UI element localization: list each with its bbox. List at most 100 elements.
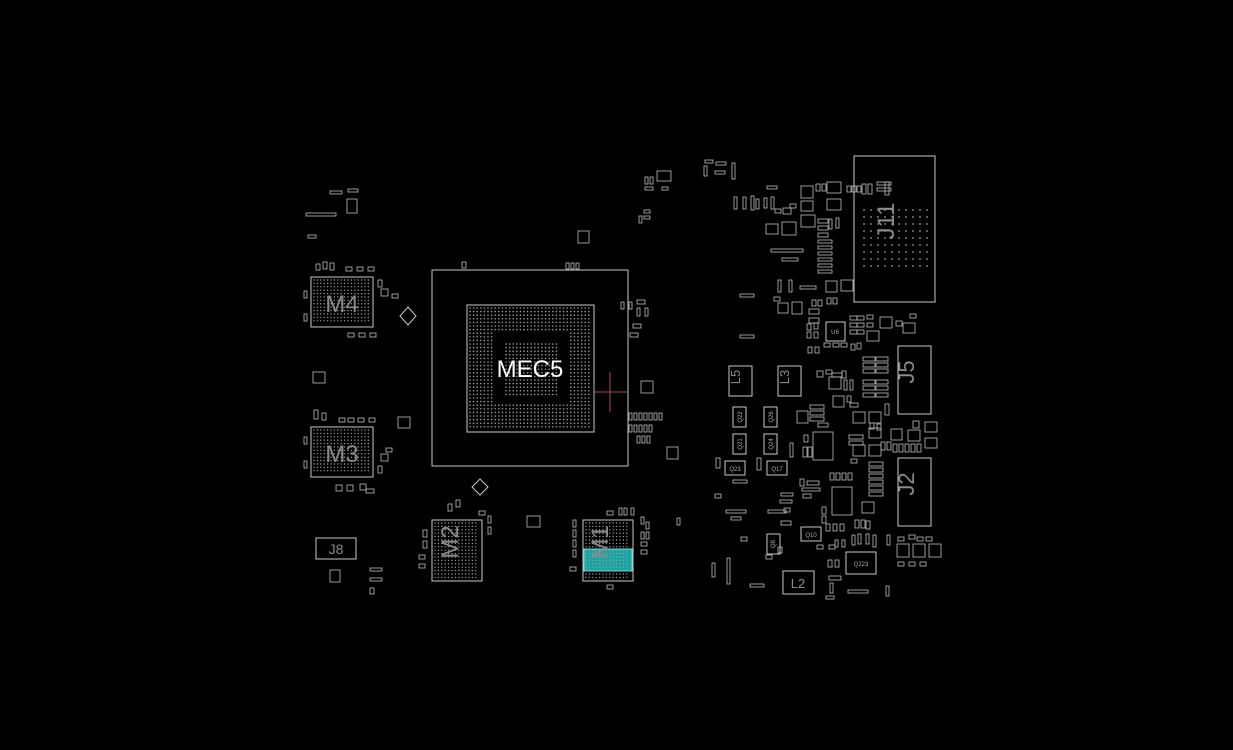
passive-pad xyxy=(849,329,858,335)
ball-pad xyxy=(313,432,315,435)
ball-pad xyxy=(626,556,628,558)
chip-m4-ball-grid xyxy=(313,279,370,322)
chip-m4[interactable]: M4 xyxy=(310,276,374,328)
ball-pad xyxy=(530,343,532,345)
transistor-q26[interactable]: Q26 xyxy=(763,406,778,428)
ball-pad xyxy=(340,442,342,445)
ball-pad xyxy=(354,456,356,458)
ball-pad xyxy=(592,569,594,572)
ball-pad xyxy=(595,539,597,541)
ball-pad xyxy=(350,299,353,302)
ball-pad xyxy=(615,549,618,551)
ball-pad xyxy=(548,328,550,331)
chip-m3[interactable]: M3 xyxy=(310,426,374,478)
ball-pad xyxy=(354,463,356,465)
ball-pad xyxy=(337,289,339,291)
ball-pad xyxy=(461,549,463,551)
passive-pad xyxy=(916,443,922,453)
passive-pad xyxy=(862,379,876,385)
transistor-q22[interactable]: Q22 xyxy=(732,406,747,428)
connector-j2[interactable]: J2 xyxy=(894,457,932,527)
transistor-q17[interactable]: Q17 xyxy=(766,460,788,476)
transistor-q223[interactable]: Q223 xyxy=(845,551,877,575)
ball-pad xyxy=(562,318,565,320)
inductor-l5[interactable]: L5 xyxy=(728,365,753,397)
ball-pad xyxy=(588,375,590,378)
ball-pad xyxy=(487,375,489,378)
ball-pad xyxy=(577,400,579,403)
ball-pad xyxy=(598,556,601,558)
passive-pad xyxy=(861,183,867,195)
transistor-q23[interactable]: Q23 xyxy=(724,460,746,476)
pin-pad xyxy=(870,251,872,253)
chip-mec5[interactable]: MEC5 xyxy=(431,269,629,467)
ball-pad xyxy=(537,310,540,313)
ball-pad xyxy=(458,559,460,562)
inductor-l3[interactable]: L3 xyxy=(777,365,802,397)
ball-pad xyxy=(461,566,463,568)
ball-pad xyxy=(469,426,471,428)
connector-j8[interactable]: J8 xyxy=(315,537,357,560)
passive-pad xyxy=(303,313,308,322)
chip-m1[interactable]: M1 xyxy=(582,519,634,582)
ball-pad xyxy=(483,361,486,363)
transistor-q8[interactable]: Q8 xyxy=(766,533,781,555)
ball-pad xyxy=(487,397,489,399)
ball-pad xyxy=(505,357,507,360)
ball-pad xyxy=(316,292,319,295)
ball-pad xyxy=(592,539,594,541)
ball-pad xyxy=(480,361,482,363)
ball-pad xyxy=(333,449,336,452)
ball-pad xyxy=(612,549,614,551)
ball-pad xyxy=(534,418,536,421)
connector-j5[interactable]: J5 xyxy=(894,345,932,415)
ball-pad xyxy=(566,321,568,324)
ball-pad xyxy=(505,418,507,421)
passive-pad xyxy=(861,501,875,514)
ball-pad xyxy=(541,411,543,414)
ball-pad xyxy=(580,393,583,396)
ball-pad xyxy=(330,439,332,441)
transistor-q21[interactable]: Q21 xyxy=(732,433,747,455)
passive-pad xyxy=(849,379,854,391)
ball-pad xyxy=(598,535,601,538)
ball-pad xyxy=(472,397,475,399)
chip-u6[interactable]: U6 xyxy=(825,321,846,342)
connector-j11[interactable]: J11 xyxy=(853,155,936,303)
ball-pad xyxy=(469,408,471,410)
ball-pad xyxy=(330,436,332,438)
ball-pad xyxy=(340,463,342,465)
ball-pad xyxy=(469,400,471,403)
transistor-q10[interactable]: Q10 xyxy=(800,526,822,542)
ball-pad xyxy=(588,552,591,555)
ball-pad xyxy=(354,306,356,308)
ball-pad xyxy=(585,525,587,528)
ball-pad xyxy=(340,449,342,452)
ball-pad xyxy=(534,368,536,371)
ball-pad xyxy=(595,525,597,528)
ball-pad xyxy=(320,432,322,435)
ball-pad xyxy=(541,343,543,345)
ball-pad xyxy=(454,546,457,548)
inductor-l2[interactable]: L2 xyxy=(782,570,815,595)
ball-pad xyxy=(584,332,586,335)
ball-pad xyxy=(562,314,565,317)
ball-pad xyxy=(316,449,319,452)
passive-pad xyxy=(570,262,575,270)
passive-pad xyxy=(731,162,736,180)
ball-pad xyxy=(461,525,463,528)
ball-pad xyxy=(548,390,550,392)
ball-pad xyxy=(357,320,359,322)
ball-pad xyxy=(548,325,550,327)
ball-pad xyxy=(573,361,576,363)
passive-pad xyxy=(847,589,869,594)
ball-pad xyxy=(508,310,511,313)
ball-pad xyxy=(501,404,504,407)
ball-pad xyxy=(347,439,349,441)
ball-pad xyxy=(490,314,493,317)
ball-pad xyxy=(605,576,608,579)
chip-m2[interactable]: M2 xyxy=(431,519,483,582)
ball-pad xyxy=(350,296,353,298)
transistor-q24[interactable]: Q24 xyxy=(763,433,778,455)
ball-pad xyxy=(552,408,554,410)
